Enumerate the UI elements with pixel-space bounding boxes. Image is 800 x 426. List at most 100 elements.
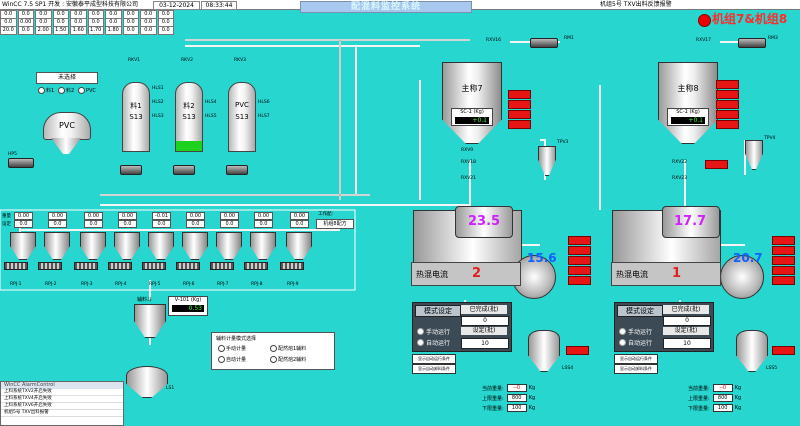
unit8-cooler[interactable] <box>720 255 764 299</box>
unit7-alarm-btn[interactable] <box>568 256 591 265</box>
weight-value[interactable]: 100 <box>506 404 527 412</box>
unit7-vacuum-motor[interactable] <box>530 38 558 48</box>
alarm-lamp[interactable] <box>698 14 711 27</box>
alarm-row[interactable]: 上料系统TXV6开启失败 <box>1 403 123 410</box>
show-auto-unload-conditions-button[interactable]: 显示自动卸料条件 <box>412 364 456 374</box>
silo-1[interactable]: 料1 S13 <box>122 82 150 152</box>
unit8-alarm-btn[interactable] <box>716 120 739 129</box>
unit7-alarm-btn[interactable] <box>508 110 531 119</box>
feeder-screw[interactable] <box>244 262 268 270</box>
unit7-alarm-btn[interactable] <box>568 266 591 275</box>
feeder-screw[interactable] <box>210 262 234 270</box>
radio-auto-run[interactable]: 自动运行 <box>619 338 652 347</box>
tag: LSS4 <box>562 366 574 371</box>
unit8-alarm-btn[interactable] <box>716 100 739 109</box>
feeder-setpoint[interactable]: 0.0 <box>14 220 33 228</box>
recipe-value[interactable]: 机组8配方 <box>316 219 354 229</box>
set-value-input[interactable]: 10 <box>461 338 509 349</box>
unit8-alarm-btn[interactable] <box>705 160 728 169</box>
radio-auto-run[interactable]: 自动运行 <box>417 338 450 347</box>
weight-unit: Kg <box>528 405 536 411</box>
unit7-alarm-btn[interactable] <box>566 346 589 355</box>
set-label: 设定(批) <box>663 327 709 335</box>
silo-1-screw[interactable] <box>120 165 142 175</box>
pvc-feed-motor[interactable] <box>8 158 34 168</box>
unit7-alarm-btn[interactable] <box>508 90 531 99</box>
feeder-screw[interactable] <box>38 262 62 270</box>
silo-2[interactable]: 料2 S13 <box>175 82 203 152</box>
table-cell: 1.70 <box>87 26 104 35</box>
feeder-screw[interactable] <box>4 262 28 270</box>
unit7-mixer-bowl[interactable] <box>455 206 513 238</box>
unit7-alarm-btn[interactable] <box>568 246 591 255</box>
silo-2-screw[interactable] <box>173 165 195 175</box>
feeder-setpoint[interactable]: 0.0 <box>118 220 137 228</box>
feeder-screw[interactable] <box>108 262 132 270</box>
tag: RM1 <box>564 36 574 41</box>
unit8-alarm-btn[interactable] <box>772 246 795 255</box>
radio-material-1[interactable]: 料1 <box>38 87 54 94</box>
feeder-setpoint[interactable]: 0.0 <box>48 220 67 228</box>
feeder-label: RPJ-6 <box>183 282 195 287</box>
feeder-screw[interactable] <box>176 262 200 270</box>
radio-manual-measure[interactable]: 手动计量 <box>218 345 246 352</box>
unit7-alarm-btn[interactable] <box>508 100 531 109</box>
set-value-input[interactable]: 10 <box>663 338 711 349</box>
alarm-row[interactable]: 上料系统TXV2开启失败 <box>1 389 123 396</box>
radio-manual-run[interactable]: 手动运行 <box>619 327 652 336</box>
heat-value: 2 <box>472 266 482 281</box>
alarm-row[interactable]: 机组5号 TXV出料报警 <box>1 410 123 417</box>
tag: LSS5 <box>766 366 778 371</box>
unit8-alarm-btn[interactable] <box>772 236 795 245</box>
show-auto-run-conditions-button[interactable]: 显示自动运行条件 <box>614 354 658 364</box>
unit8-mixer-bowl[interactable] <box>662 206 720 238</box>
unit8-vacuum-motor[interactable] <box>738 38 766 48</box>
unit8-alarm-btn[interactable] <box>716 110 739 119</box>
unit8-alarm-btn[interactable] <box>772 276 795 285</box>
radio-unit2-aux[interactable]: 配然熔2辅料 <box>270 356 306 363</box>
feeder-setpoint[interactable]: 0.0 <box>152 220 171 228</box>
show-auto-unload-conditions-button[interactable]: 显示自动卸料条件 <box>614 364 658 374</box>
radio-label: 自动运行 <box>426 340 451 347</box>
unit8-alarm-btn[interactable] <box>716 90 739 99</box>
feeder-screw[interactable] <box>280 262 304 270</box>
feeder-screw[interactable] <box>142 262 166 270</box>
radio-pvc[interactable]: PVC <box>78 87 96 94</box>
feeder-setpoint[interactable]: 0.0 <box>290 220 309 228</box>
alarm-row[interactable]: 上料系统TXV4开启失败 <box>1 396 123 403</box>
radio-label: 手动计量 <box>226 346 247 352</box>
radio-icon <box>417 339 424 346</box>
unit8-upper-limit: 上限重量: 800 Kg <box>688 394 741 402</box>
radio-material-2[interactable]: 料2 <box>58 87 74 94</box>
unit8-alarm-btn[interactable] <box>716 80 739 89</box>
unit8-alarm-btn[interactable] <box>772 266 795 275</box>
radio-auto-measure[interactable]: 自动计量 <box>218 356 246 363</box>
unit7-alarm-btn[interactable] <box>568 236 591 245</box>
unit7-alarm-btn[interactable] <box>568 276 591 285</box>
table-cell: 20.0 <box>0 26 17 35</box>
unit7-alarm-btn[interactable] <box>508 120 531 129</box>
aux-scale-box: V-101 (Kg) 0.53 <box>168 296 208 316</box>
silo-3[interactable]: PVC S13 <box>228 82 256 152</box>
alarm-control[interactable]: WinCC AlarmControl 上料系统TXV2开启失败 上料系统TXV4… <box>0 381 124 426</box>
weight-value[interactable]: 800 <box>506 394 527 402</box>
silo-3-screw[interactable] <box>226 165 248 175</box>
feeder-setpoint[interactable]: 0.0 <box>84 220 103 228</box>
table-cell: 2.00 <box>35 26 52 35</box>
show-auto-run-conditions-button[interactable]: 显示自动运行条件 <box>412 354 456 364</box>
pvc-tank-label: PVC <box>59 121 75 130</box>
feeder-setpoint[interactable]: 0.0 <box>220 220 239 228</box>
weight-value[interactable]: 100 <box>712 404 733 412</box>
weight-value[interactable]: 800 <box>712 394 733 402</box>
unit8-alarm-btn[interactable] <box>772 256 795 265</box>
radio-manual-run[interactable]: 手动运行 <box>417 327 450 336</box>
pvc-tank[interactable]: PVC <box>43 112 91 140</box>
feeder-setpoint[interactable]: 0.0 <box>186 220 205 228</box>
done-label: 已完成(批) <box>663 305 709 314</box>
unit8-alarm-btn[interactable] <box>772 346 795 355</box>
radio-unit1-aux[interactable]: 配然熔1辅料 <box>270 345 306 352</box>
feeder-setpoint[interactable]: 0.0 <box>254 220 273 228</box>
feeder-screw[interactable] <box>74 262 98 270</box>
radio-label: 自动运行 <box>628 340 653 347</box>
radio-icon <box>619 328 626 335</box>
